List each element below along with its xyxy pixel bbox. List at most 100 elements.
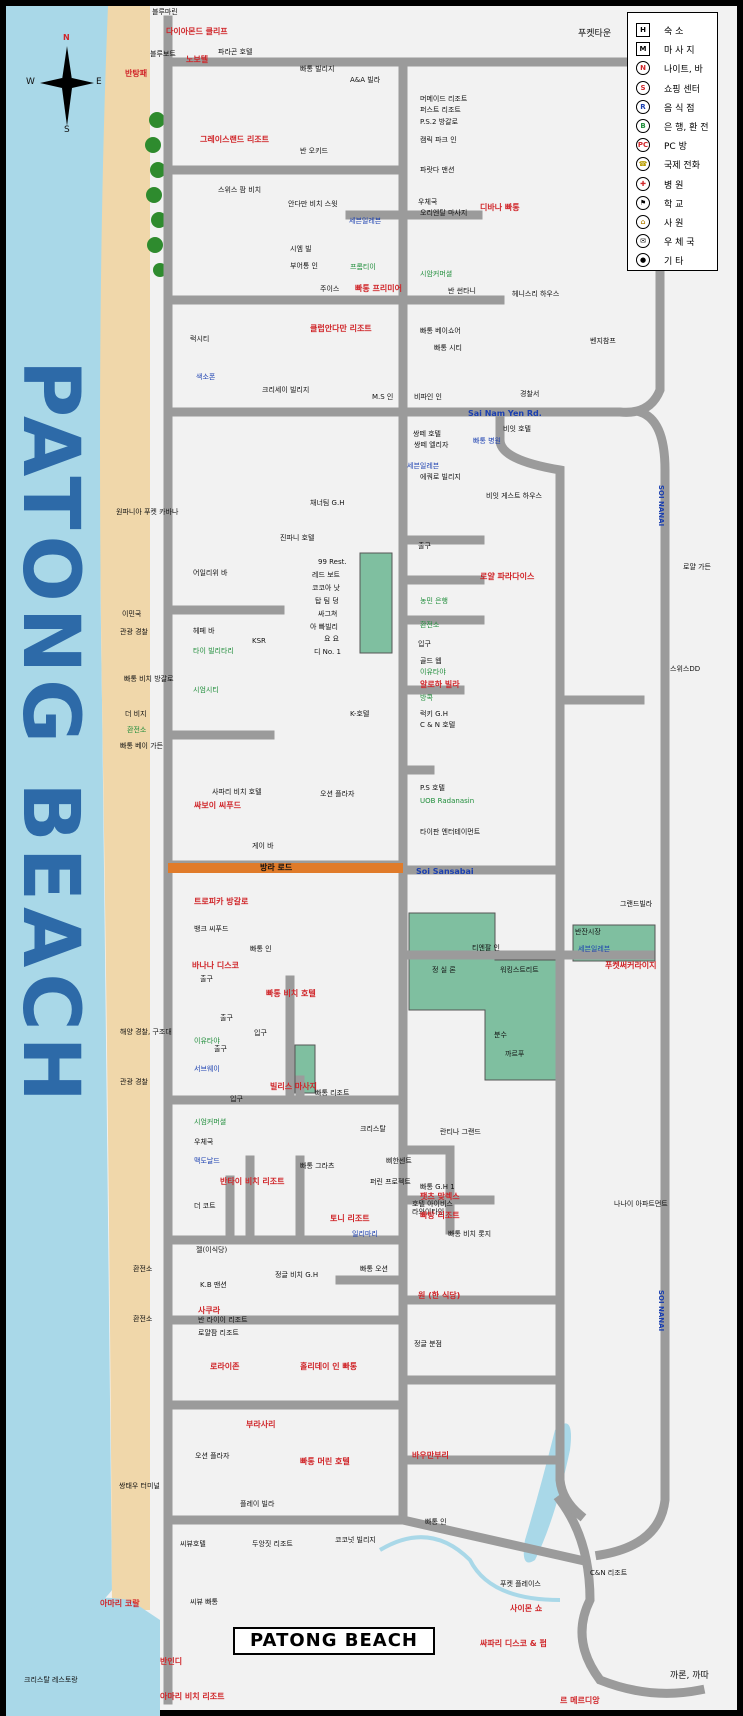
place-label-l25: 시암커머셜: [420, 270, 453, 278]
place-label-l148: 입구: [230, 1095, 243, 1103]
legend-dot-icon: ●: [636, 253, 650, 268]
place-label-l17: 안다만 비치 스윗: [288, 200, 338, 208]
place-label-l154: 티엔팔 인: [472, 944, 500, 952]
place-label-l78: P.S 호텔: [420, 784, 445, 792]
street-soi-nanai-1: SOI NANAI: [657, 485, 665, 527]
place-label-l150: 입구: [418, 640, 431, 648]
place-label-l7: 빠통 빌리지: [300, 65, 335, 73]
place-label-l143: 씨뷰호텔: [180, 1540, 206, 1548]
compass-rose-icon: [40, 46, 94, 126]
place-label-l51: 코코아 낫: [312, 584, 340, 592]
place-label-l106: 사쿠라: [198, 1306, 221, 1315]
place-label-l126: 르 메르디앙: [560, 1696, 600, 1705]
place-label-l135: 더 비지: [125, 710, 147, 718]
place-label-l129: 크리스탈 레스토랑: [24, 1676, 78, 1684]
bay-area: [6, 1597, 160, 1716]
place-label-l44: 에쿼로 빌리지: [420, 473, 461, 481]
place-label-l52: 탑 팀 덩: [315, 597, 339, 605]
legend-label: 우 체 국: [664, 238, 695, 249]
place-label-l22: 시엠 빌: [290, 245, 312, 253]
place-label-l119: 씨뷰 빠통: [190, 1598, 218, 1606]
legend-mail-icon: ✉: [636, 234, 650, 249]
place-label-l90: 까르푸: [505, 1050, 525, 1058]
place-label-l9: 머메이드 리조트: [420, 95, 468, 103]
legend-s-icon: S: [636, 80, 650, 95]
bangla-road: [168, 863, 403, 873]
compass-n: N: [63, 33, 70, 42]
place-label-l149: 출구: [418, 542, 431, 550]
legend-b-icon: B: [636, 119, 650, 133]
place-label-l98: 맥도날드: [194, 1157, 220, 1165]
place-label-l11: P.S.2 방갈로: [420, 118, 459, 126]
place-label-l99: 반타이 비치 리조트: [220, 1177, 285, 1186]
compass-e: E: [96, 77, 102, 87]
place-label-l47: 비잇 게스트 하우스: [486, 492, 542, 500]
place-label-l161: 팻츠 맞렉스: [420, 1192, 460, 1201]
place-label-l147: 출구: [214, 1045, 227, 1053]
legend-phone-icon: ☎: [636, 157, 650, 172]
place-label-l63: 알로하 빌라: [420, 680, 460, 689]
place-label-l42: 쌍떼 호텔: [413, 430, 441, 438]
place-label-l137: 빠통 베이 가든: [120, 742, 164, 750]
place-label-l54: 아 빠빌리: [310, 623, 338, 631]
place-label-l166: 푸켓 플레이스: [500, 1580, 541, 1588]
place-label-l35: 색소폰: [196, 373, 216, 381]
legend-row: ✚병 원: [628, 173, 717, 193]
place-label-l105: K.B 맨션: [200, 1281, 227, 1289]
street-sai-nam-yen: Sai Nam Yen Rd.: [468, 409, 542, 418]
place-label-l34: 빠통 시티: [434, 344, 462, 352]
place-label-l114: 부라사리: [246, 1420, 276, 1429]
place-label-l39: 경찰서: [520, 390, 540, 398]
place-label-l104: 젤(이식당): [196, 1246, 228, 1254]
place-label-l60: 환전소: [420, 621, 440, 629]
legend-label: 기 타: [664, 257, 684, 268]
place-label-l139: 환전소: [133, 1265, 153, 1273]
place-label-l82: 빠통 인: [250, 945, 272, 953]
place-label-l141: 코코넛 빌리지: [335, 1536, 376, 1544]
place-label-l77: 타이판 엔터테이먼트: [420, 828, 481, 836]
place-label-l37: M.S 인: [372, 393, 394, 401]
legend-label: 사 원: [664, 219, 684, 229]
compass: N W E S: [26, 34, 102, 135]
place-label-l72: 스위스DD: [670, 665, 701, 673]
place-label-l6: 파라곤 호텔: [218, 48, 253, 56]
place-label-l162: 빠탕 리조트: [420, 1211, 460, 1220]
legend-row: ⚑학 교: [628, 192, 717, 212]
place-label-l84: 빠통 비치 호텔: [266, 989, 316, 998]
place-label-l33: 벤지참프: [590, 337, 616, 345]
legend-row: ✉ 우 체 국: [628, 230, 717, 250]
place-label-l13: 반 오키드: [300, 147, 328, 155]
legend-cross-icon: ✚: [636, 176, 650, 191]
place-label-l144: 플레이 빌라: [240, 1500, 275, 1508]
place-label-l164: 빠통 그라츠: [300, 1162, 335, 1170]
legend-label: PC 방: [664, 142, 687, 153]
place-label-l87: 그랜드빌라: [620, 900, 653, 908]
place-label-l8: A&A 빌라: [350, 76, 381, 84]
place-label-l68: 시엄시티: [193, 686, 219, 694]
place-label-l111: 원 (한 식당): [418, 1291, 461, 1300]
place-label-l91: 이유타야: [194, 1037, 220, 1045]
place-label-l115: 오션 플라자: [195, 1452, 230, 1460]
soi-nanai: [594, 406, 670, 1561]
place-label-l110: 빠통 오션: [360, 1265, 388, 1273]
place-label-l71: C & N 호텔: [420, 721, 456, 729]
river: [378, 1535, 561, 1602]
place-label-l122: 아마리 비치 리조트: [160, 1692, 225, 1701]
place-label-l136: 환전소: [127, 726, 147, 734]
place-label-l109: 정글 비치 G.H: [275, 1271, 319, 1279]
place-label-l73: 로얄 가든: [683, 563, 711, 571]
place-label-l36: 크리세이 빌리지: [262, 386, 310, 394]
place-label-l107: 반 라이이 리조트: [198, 1316, 248, 1324]
place-label-l76: 오션 플라자: [320, 790, 355, 798]
legend-label: 국제 전화: [664, 161, 700, 172]
place-label-l64: 방콕: [420, 694, 433, 702]
place-label-l80: 트로피카 방갈로: [194, 897, 249, 906]
place-label-l20: 오리엔탈 마사지: [420, 209, 468, 217]
place-label-l93: 빌리스 마사지: [270, 1082, 317, 1091]
place-label-l101: 토니 리조트: [330, 1214, 370, 1223]
place-label-l74: 사파리 비치 호텔: [212, 788, 262, 796]
place-label-l66: KSR: [252, 637, 266, 645]
big-title: PATONG BEACH: [5, 360, 95, 1108]
